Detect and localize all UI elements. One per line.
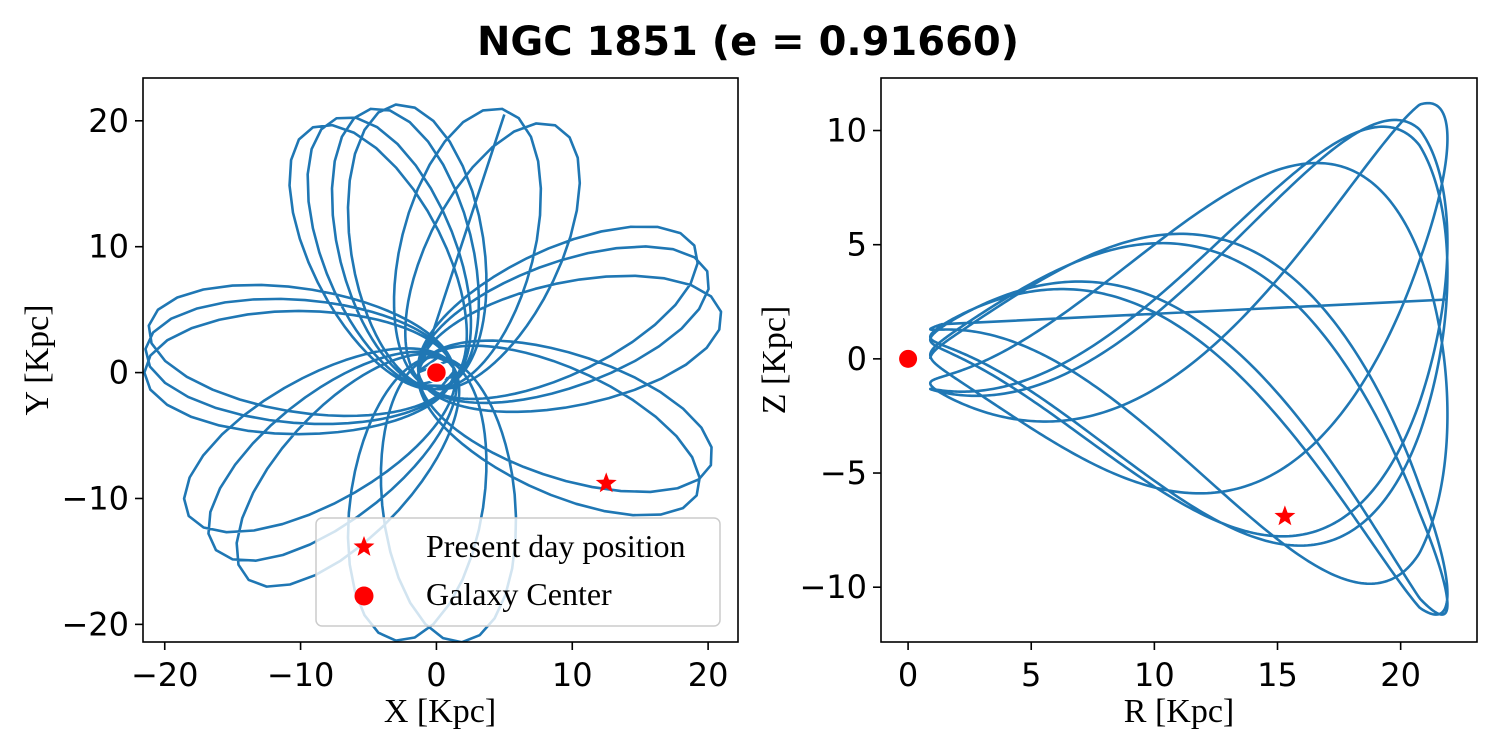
x-tick-label: 10 xyxy=(1134,656,1175,694)
y-tick-label: 5 xyxy=(847,226,867,264)
legend-star-icon xyxy=(353,536,375,556)
galaxy-center-marker xyxy=(425,361,448,384)
panel-rz: 0 5 10 15 20 −10 −5 0 5 10 R [Kpc] Z [Kpc] xyxy=(756,77,1478,730)
y-tick-label: 20 xyxy=(88,102,129,140)
y-tick-label: 10 xyxy=(826,112,867,150)
markers-xy xyxy=(425,361,617,493)
x-axis-label-rz: R [Kpc] xyxy=(1124,693,1234,730)
y-axis-label-rz: Z [Kpc] xyxy=(756,306,793,415)
y-tick-label: 0 xyxy=(847,340,867,378)
plot-area-rz xyxy=(881,78,1477,642)
x-tick-label: 10 xyxy=(552,656,593,694)
legend-frame xyxy=(315,517,721,627)
x-tick-label: −20 xyxy=(131,656,199,694)
legend: Present day position Galaxy Center xyxy=(315,517,721,627)
axes-frame-xy xyxy=(142,77,739,643)
y-tick-label: −5 xyxy=(820,454,867,492)
ticks-xy: −20 −10 0 10 20 −20 −10 0 10 20 xyxy=(61,102,728,694)
legend-circle-icon xyxy=(354,586,374,606)
x-tick-label: 0 xyxy=(898,656,918,694)
legend-label-galaxy-center: Galaxy Center xyxy=(426,576,612,612)
orbit-line-rz xyxy=(928,101,1449,616)
galaxy-center-marker xyxy=(899,349,918,368)
present-day-star-marker xyxy=(595,472,617,493)
panel-xy: −20 −10 0 10 20 −20 −10 0 10 20 Present day posit… xyxy=(19,77,739,730)
x-tick-label: 20 xyxy=(688,656,729,694)
x-axis-label-xy: X [Kpc] xyxy=(384,693,496,730)
markers-rz xyxy=(899,349,1296,526)
x-tick-label: 0 xyxy=(426,656,446,694)
present-day-star-marker xyxy=(1274,505,1296,526)
orbit-line-xy xyxy=(143,103,723,642)
y-axis-label-xy: Y [Kpc] xyxy=(19,304,56,415)
x-tick-label: 5 xyxy=(1021,656,1041,694)
figure-title: NGC 1851 (e = 0.91660) xyxy=(477,19,1019,65)
ticks-rz: 0 5 10 15 20 −10 −5 0 5 10 xyxy=(799,112,1421,694)
y-tick-label: −20 xyxy=(61,605,129,643)
y-tick-label: −10 xyxy=(799,568,867,606)
y-tick-label: 0 xyxy=(109,354,129,392)
axes-frame-rz xyxy=(880,77,1478,643)
x-tick-label: 20 xyxy=(1380,656,1421,694)
y-tick-label: −10 xyxy=(61,479,129,517)
y-tick-label: 10 xyxy=(88,228,129,266)
x-tick-label: 15 xyxy=(1257,656,1298,694)
legend-label-present-day: Present day position xyxy=(426,528,686,564)
x-tick-label: −10 xyxy=(267,656,335,694)
